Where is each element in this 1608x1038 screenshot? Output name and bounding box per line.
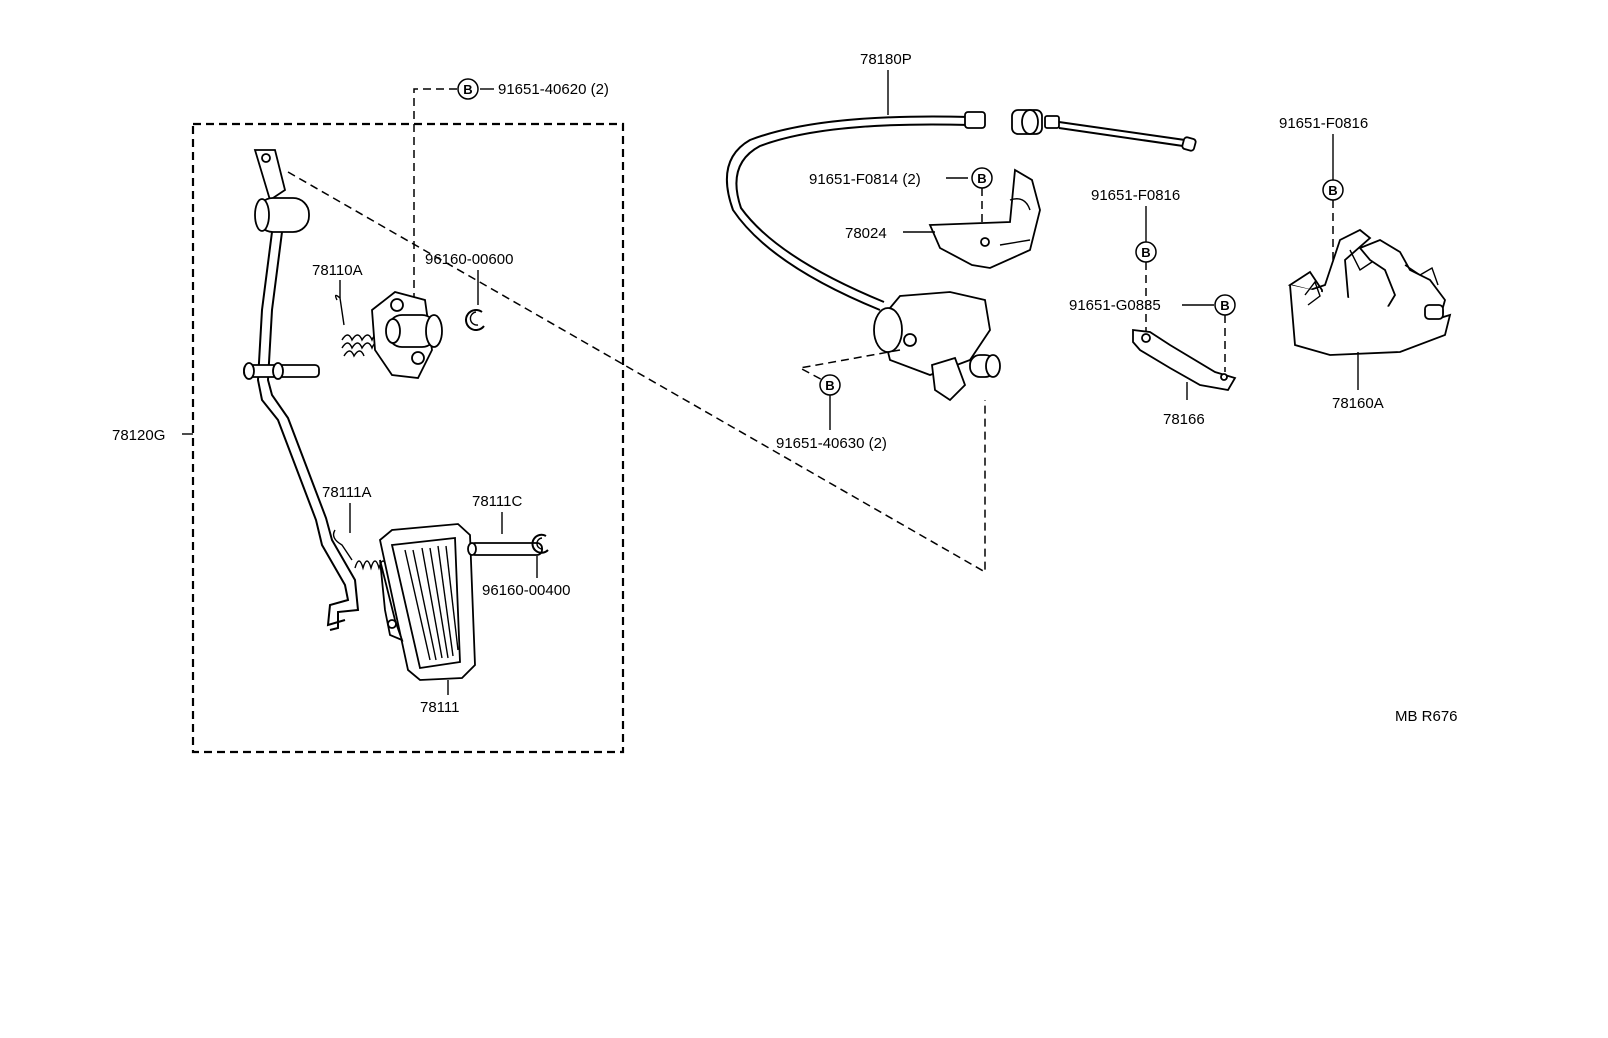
pedal-arm: [253, 149, 360, 631]
label-pad-pin: 78111C: [472, 493, 522, 510]
label-pedal-pad: 78111: [420, 699, 460, 716]
bolt-marker-pedal-bracket: B: [457, 78, 479, 100]
bolt-marker-cable-bracket: B: [971, 167, 993, 189]
label-pedal-assy: 78120G: [112, 427, 165, 444]
label-bolt-bracket-a: 91651-F0816: [1091, 187, 1180, 204]
label-pad-spring: 78111A: [322, 484, 372, 501]
label-stop-bracket: 78166: [1163, 411, 1205, 428]
svg-text:B: B: [977, 171, 986, 186]
pedal-pad: [379, 523, 476, 681]
svg-text:B: B: [463, 82, 472, 97]
label-clip-upper: 96160-00600: [425, 251, 513, 268]
svg-text:B: B: [825, 378, 834, 393]
label-cable: 78180P: [860, 51, 912, 68]
stop-bracket: [1132, 328, 1237, 391]
cable-lever: [873, 291, 1001, 402]
pad-spring: [332, 529, 388, 571]
link-assembly: [1287, 228, 1452, 356]
label-cable-bracket: 78024: [845, 225, 887, 242]
label-link-assy: 78160A: [1332, 395, 1384, 412]
bolt-marker-lever: B: [819, 374, 841, 396]
pedal-bracket: [371, 291, 443, 379]
svg-text:B: B: [1328, 183, 1337, 198]
label-return-spring: 78110A: [312, 262, 363, 279]
label-bolt-lever-bracket: 91651-40630 (2): [776, 435, 887, 452]
pivot-shaft: [243, 362, 320, 380]
label-bolt-link: 91651-F0816: [1279, 115, 1368, 132]
label-bolt-bracket-b: 91651-G0835: [1069, 297, 1161, 314]
bolt-marker-bracket-b: B: [1214, 294, 1236, 316]
bolt-marker-link: B: [1322, 179, 1344, 201]
label-bolt-cable-bracket: 91651-F0814 (2): [809, 171, 921, 188]
clip-lower: [531, 533, 549, 554]
pedal-assembly-outline: [191, 122, 625, 754]
label-bolt-pedal-bracket: 91651-40620 (2): [498, 81, 609, 98]
drawing-code: MB R676: [1395, 708, 1458, 725]
label-clip-lower: 96160-00400: [482, 582, 570, 599]
clip-upper: [465, 309, 485, 331]
svg-text:B: B: [1220, 298, 1229, 313]
svg-text:B: B: [1141, 245, 1150, 260]
accelerator-cable: [725, 109, 1197, 311]
pad-pin: [467, 542, 543, 556]
cable-bracket: [928, 168, 1041, 269]
bolt-marker-bracket-a: B: [1135, 241, 1157, 263]
